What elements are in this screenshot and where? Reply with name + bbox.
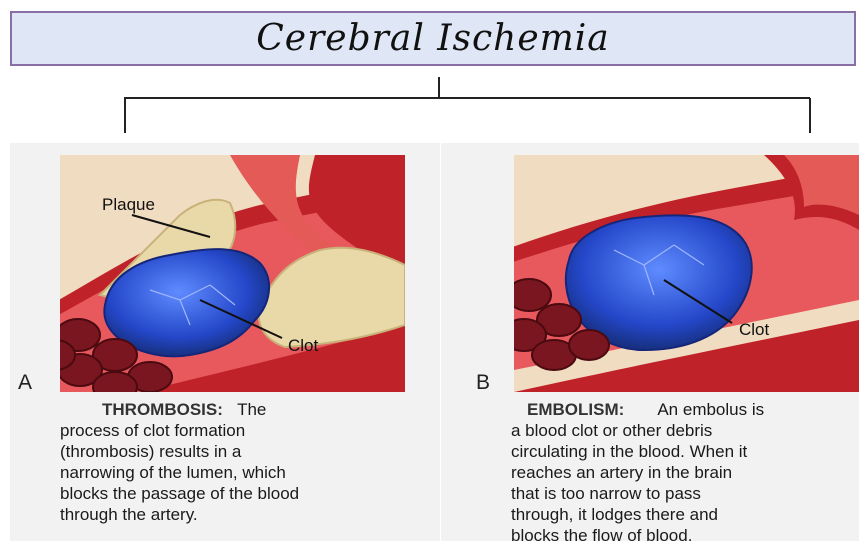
caption-line: through the artery. <box>60 505 198 524</box>
caption-line: (thrombosis) results in a <box>60 442 241 461</box>
term-thrombosis: THROMBOSIS: <box>102 400 223 419</box>
caption-line: process of clot formation <box>60 421 245 440</box>
label-clot-b: Clot <box>739 320 770 339</box>
panel-letter-a: A <box>18 371 32 395</box>
caption-line: circulating in the blood. When it <box>511 442 747 461</box>
caption-embolism: EMBOLISM: An embolus is a blood clot or … <box>511 399 764 546</box>
embolism-illustration: Clot <box>514 155 859 392</box>
panel-thrombosis: Plaque Clot A THROMBOSIS: The process of… <box>10 143 440 541</box>
diagram-title: Cerebral Ischemia <box>256 18 610 59</box>
caption-line: The <box>237 400 266 419</box>
caption-line: narrowing of the lumen, which <box>60 463 286 482</box>
caption-line: An embolus is <box>657 400 764 419</box>
term-embolism: EMBOLISM: <box>527 400 624 419</box>
caption-line: reaches an artery in the brain <box>511 463 732 482</box>
panel-letter-b: B <box>476 371 490 395</box>
caption-thrombosis: THROMBOSIS: The process of clot formatio… <box>60 399 299 525</box>
caption-line: that is too narrow to pass <box>511 484 701 503</box>
label-clot-a: Clot <box>288 336 319 355</box>
thrombosis-illustration: Plaque Clot <box>60 155 405 392</box>
label-plaque: Plaque <box>102 195 155 214</box>
caption-line: blocks the flow of blood. <box>511 526 692 545</box>
title-box: Cerebral Ischemia <box>10 11 856 66</box>
caption-line: blocks the passage of the blood <box>60 484 299 503</box>
panel-embolism: Clot B EMBOLISM: An embolus is a blood c… <box>441 143 859 541</box>
caption-line: through, it lodges there and <box>511 505 718 524</box>
caption-line: a blood clot or other debris <box>511 421 712 440</box>
connector-bracket <box>0 66 859 136</box>
